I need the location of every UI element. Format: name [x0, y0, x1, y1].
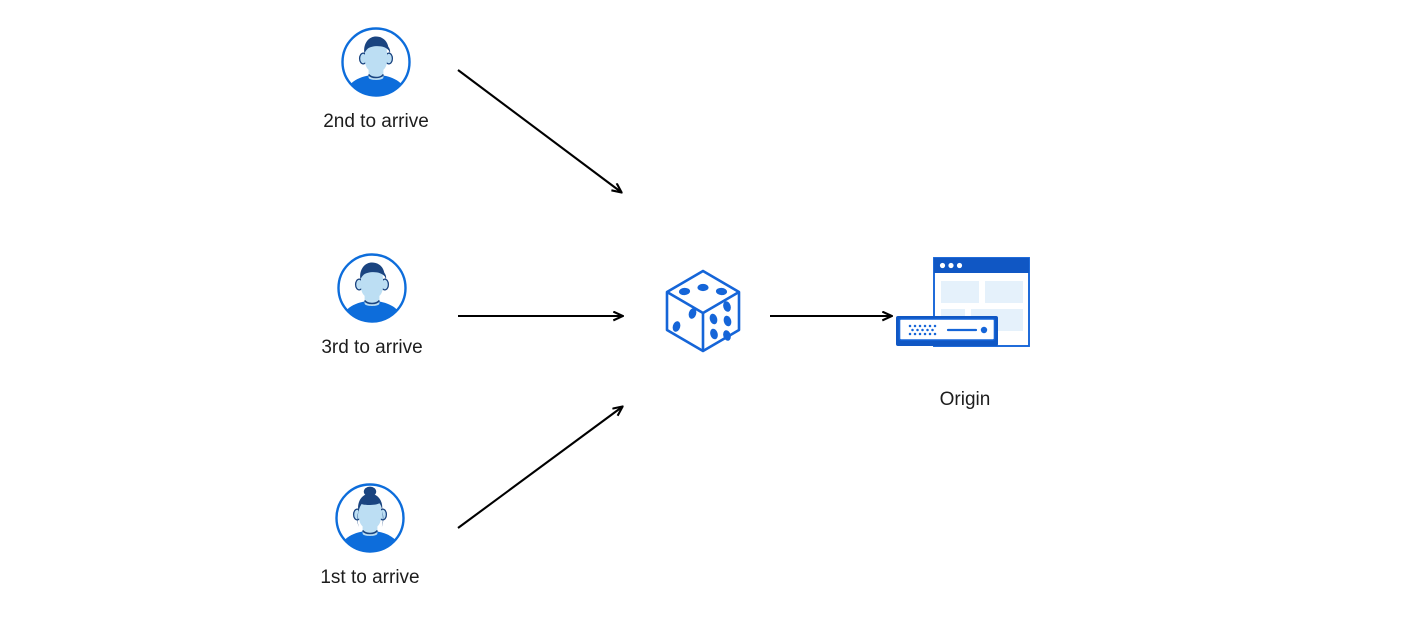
origin-label: Origin: [939, 389, 991, 410]
user-avatar-icon: [340, 26, 412, 98]
client-label-middle: 3rd to arrive: [321, 337, 423, 358]
dice-left-pips: [672, 308, 697, 332]
dice-top-pips: [678, 283, 728, 296]
user-avatar-icon: [336, 252, 408, 324]
arrow-bottom: [457, 407, 622, 529]
origin-server-icon: [890, 254, 1040, 374]
client-node-middle[interactable]: 3rd to arrive: [297, 252, 447, 360]
client-node-bottom[interactable]: 1st to arrive: [295, 482, 445, 590]
user-avatar-icon: [334, 482, 406, 554]
client-label-top: 2nd to arrive: [323, 111, 429, 132]
client-label-bottom: 1st to arrive: [320, 567, 420, 588]
dice-icon[interactable]: [663, 268, 743, 359]
server-device: [896, 316, 998, 346]
client-node-top[interactable]: 2nd to arrive: [301, 26, 451, 134]
dice-right-pips: [709, 301, 732, 341]
arrow-top: [457, 69, 621, 192]
origin-node[interactable]: Origin: [890, 254, 1040, 412]
